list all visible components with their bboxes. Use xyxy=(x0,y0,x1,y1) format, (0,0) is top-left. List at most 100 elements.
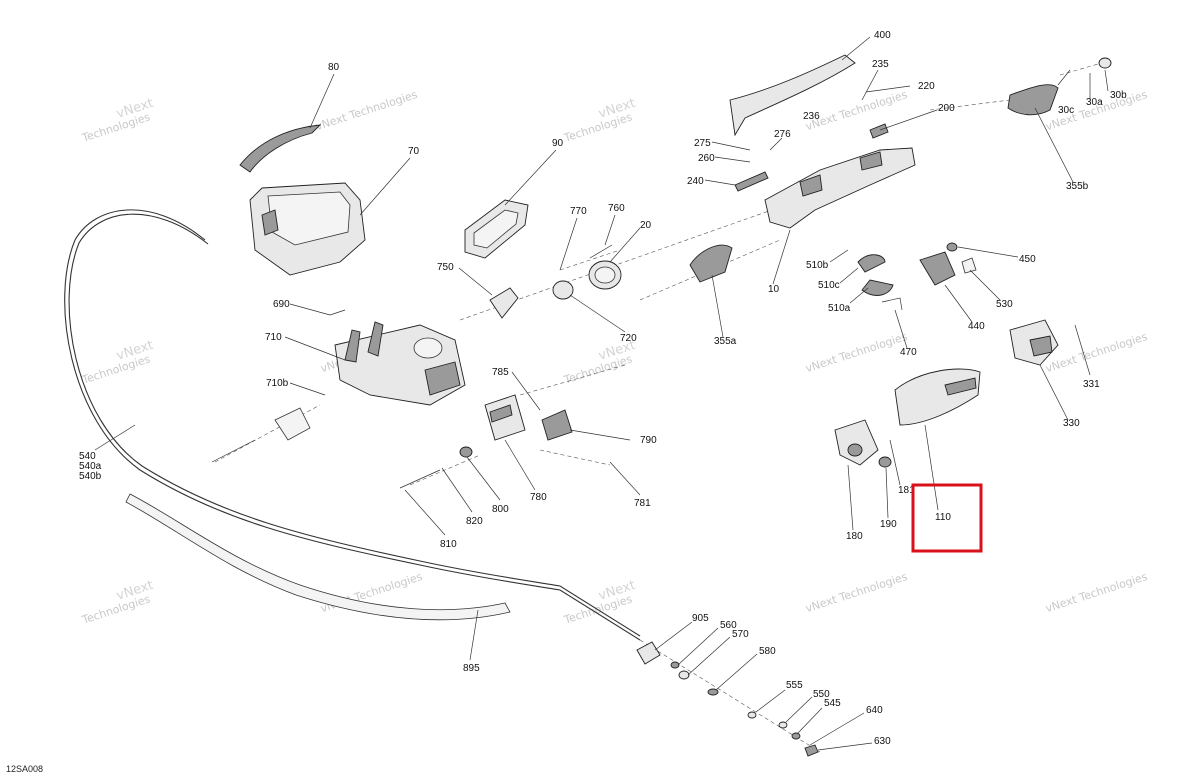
callout-540[interactable]: 540 xyxy=(79,451,96,462)
callout-190[interactable]: 190 xyxy=(880,519,897,530)
part-190[interactable] xyxy=(878,456,892,468)
part-330-switch-housing[interactable] xyxy=(1009,319,1059,366)
part-800[interactable] xyxy=(459,446,473,458)
callout-80[interactable]: 80 xyxy=(328,62,340,73)
part-440[interactable] xyxy=(919,251,956,286)
callout-236[interactable]: 236 xyxy=(803,111,820,122)
callout-180[interactable]: 180 xyxy=(846,531,863,542)
callout-720[interactable]: 720 xyxy=(620,333,637,344)
callout-780[interactable]: 780 xyxy=(530,492,547,503)
callout-510a[interactable]: 510a xyxy=(828,303,851,314)
part-810-bolt[interactable] xyxy=(399,469,441,489)
part-750[interactable] xyxy=(489,287,519,319)
callout-710b[interactable]: 710b xyxy=(266,378,289,389)
callout-276[interactable]: 276 xyxy=(774,129,791,140)
part-80-visor[interactable] xyxy=(239,124,322,173)
callout-545[interactable]: 545 xyxy=(824,698,841,709)
part-400-top-cover[interactable] xyxy=(729,54,856,137)
callout-560[interactable]: 560 xyxy=(720,620,737,631)
part-450[interactable] xyxy=(946,242,958,252)
callout-30b[interactable]: 30b xyxy=(1110,90,1127,101)
callout-690[interactable]: 690 xyxy=(273,299,290,310)
part-720[interactable] xyxy=(552,280,574,300)
part-470[interactable] xyxy=(881,297,903,311)
part-760-bolt[interactable] xyxy=(589,244,613,259)
callout-510b[interactable]: 510b xyxy=(806,260,829,271)
part-30b-cap[interactable] xyxy=(1098,57,1112,69)
callout-330[interactable]: 330 xyxy=(1063,418,1080,429)
part-90-gasket[interactable] xyxy=(464,199,529,259)
callout-770[interactable]: 770 xyxy=(570,206,587,217)
callout-800[interactable]: 800 xyxy=(492,504,509,515)
callout-450[interactable]: 450 xyxy=(1019,254,1036,265)
callout-400[interactable]: 400 xyxy=(874,30,891,41)
callout-30a[interactable]: 30a xyxy=(1086,97,1103,108)
callout-90[interactable]: 90 xyxy=(552,138,564,149)
part-780-module[interactable] xyxy=(484,394,526,441)
part-20-ring[interactable] xyxy=(588,260,622,290)
callout-110[interactable]: 110 xyxy=(935,512,951,523)
callout-440[interactable]: 440 xyxy=(968,321,985,332)
callout-181[interactable]: 181 xyxy=(898,485,915,496)
callout-240[interactable]: 240 xyxy=(687,176,704,187)
callout-260[interactable]: 260 xyxy=(698,153,715,164)
callout-640[interactable]: 640 xyxy=(866,705,883,716)
callout-275[interactable]: 275 xyxy=(694,138,711,149)
part-690-bolt[interactable] xyxy=(329,309,346,316)
callout-70[interactable]: 70 xyxy=(408,146,420,157)
callout-331[interactable]: 331 xyxy=(1083,379,1100,390)
callout-355a[interactable]: 355a xyxy=(714,336,737,347)
callout-540b[interactable]: 540b xyxy=(79,471,102,482)
callout-355b[interactable]: 355b xyxy=(1066,181,1089,192)
callout-200[interactable]: 200 xyxy=(938,103,955,114)
part-555[interactable] xyxy=(747,711,757,719)
part-580[interactable] xyxy=(707,688,719,696)
callout-550[interactable]: 550 xyxy=(813,689,830,700)
callout-10[interactable]: 10 xyxy=(768,284,780,295)
callout-895[interactable]: 895 xyxy=(463,663,480,674)
part-180-housing[interactable] xyxy=(834,419,879,466)
part-905[interactable] xyxy=(636,641,661,665)
callout-781[interactable]: 781 xyxy=(634,498,651,509)
callout-785[interactable]: 785 xyxy=(492,367,509,378)
part-355a-grip[interactable] xyxy=(689,244,733,283)
callout-630[interactable]: 630 xyxy=(874,736,891,747)
part-510-clamp[interactable] xyxy=(857,254,894,296)
callout-810[interactable]: 810 xyxy=(440,539,457,550)
callout-710[interactable]: 710 xyxy=(265,332,282,343)
callout-750[interactable]: 750 xyxy=(437,262,454,273)
part-790[interactable] xyxy=(541,409,573,441)
callout-540a[interactable]: 540a xyxy=(79,461,102,472)
callout-235[interactable]: 235 xyxy=(872,59,889,70)
cable-540[interactable] xyxy=(64,209,641,641)
part-570[interactable] xyxy=(678,670,690,680)
part-530[interactable] xyxy=(961,257,977,274)
callout-30c[interactable]: 30c xyxy=(1058,105,1074,116)
part-110-cover[interactable] xyxy=(894,368,981,426)
part-540-bolt[interactable] xyxy=(211,439,256,463)
part-550[interactable] xyxy=(778,721,788,729)
part-710-body[interactable] xyxy=(334,321,466,406)
part-630[interactable] xyxy=(804,744,819,757)
part-200[interactable] xyxy=(869,123,889,139)
callout-820[interactable]: 820 xyxy=(466,516,483,527)
part-10-steering-column[interactable] xyxy=(764,147,916,229)
callout-555[interactable]: 555 xyxy=(786,680,803,691)
part-710b[interactable] xyxy=(274,407,311,441)
callout-790[interactable]: 790 xyxy=(640,435,657,446)
part-70-gauge-housing[interactable] xyxy=(249,182,366,276)
part-240[interactable] xyxy=(734,171,769,192)
callout-20[interactable]: 20 xyxy=(640,220,652,231)
part-355b-grip[interactable] xyxy=(1007,84,1059,116)
part-560[interactable] xyxy=(670,661,680,669)
callout-510c[interactable]: 510c xyxy=(818,280,840,291)
callout-530[interactable]: 530 xyxy=(996,299,1013,310)
callout-220[interactable]: 220 xyxy=(918,81,935,92)
hose-895[interactable] xyxy=(125,493,511,621)
callout-580[interactable]: 580 xyxy=(759,646,776,657)
part-545[interactable] xyxy=(791,732,801,740)
callout-905[interactable]: 905 xyxy=(692,613,709,624)
callout-470[interactable]: 470 xyxy=(900,347,917,358)
callout-760[interactable]: 760 xyxy=(608,203,625,214)
callout-570[interactable]: 570 xyxy=(732,629,749,640)
